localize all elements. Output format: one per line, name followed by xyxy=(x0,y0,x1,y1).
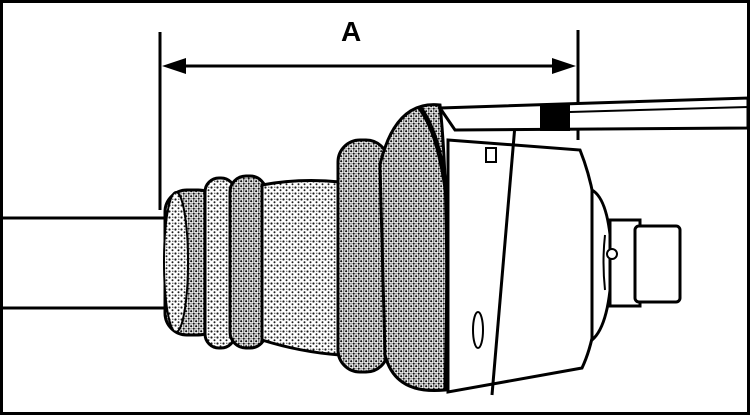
dimension-label: A xyxy=(341,16,362,47)
drive-shaft xyxy=(0,216,170,310)
gauge-straightedge xyxy=(437,96,750,132)
joint-housing xyxy=(446,124,600,396)
boot-folds xyxy=(203,138,390,374)
boot-large-end xyxy=(378,103,456,393)
stub-axle xyxy=(590,187,682,344)
